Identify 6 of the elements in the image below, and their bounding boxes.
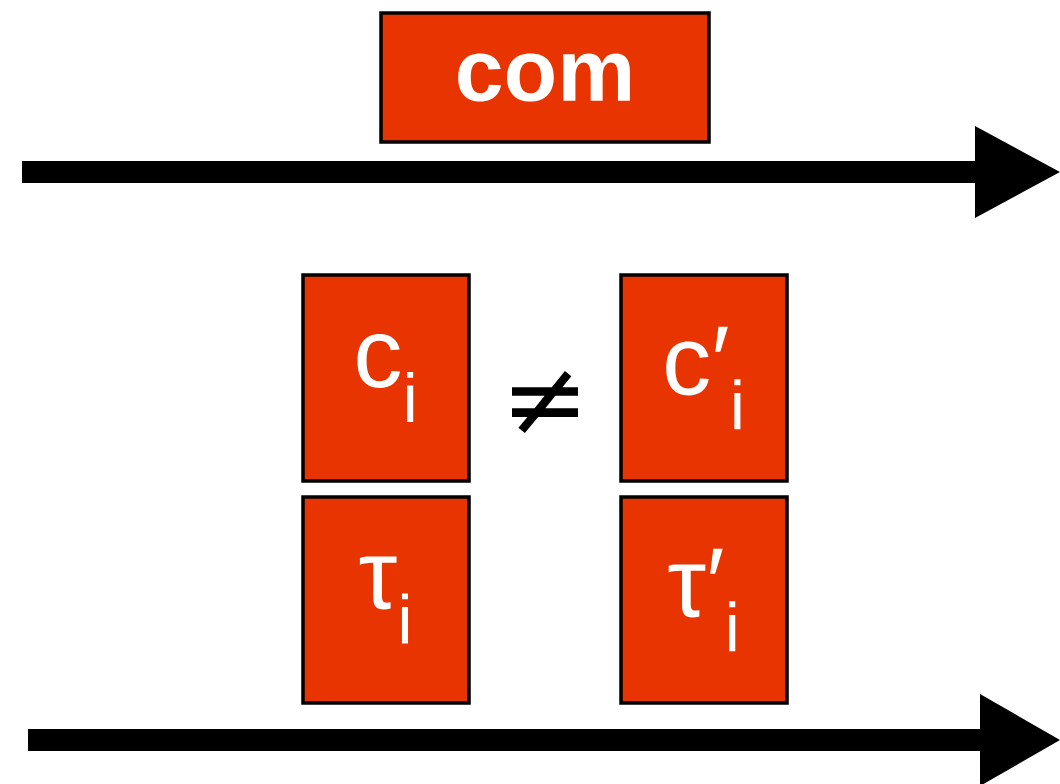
value-box: c′$_{i}$ — [619, 273, 789, 483]
value-box: τ$_{i}$ — [301, 495, 471, 705]
not-equal-sign: ≠ — [512, 370, 578, 434]
value-box: τ′$_{i}$ — [619, 495, 789, 705]
label-box: com — [379, 11, 711, 144]
value-box: c$_{i}$ — [301, 273, 471, 483]
